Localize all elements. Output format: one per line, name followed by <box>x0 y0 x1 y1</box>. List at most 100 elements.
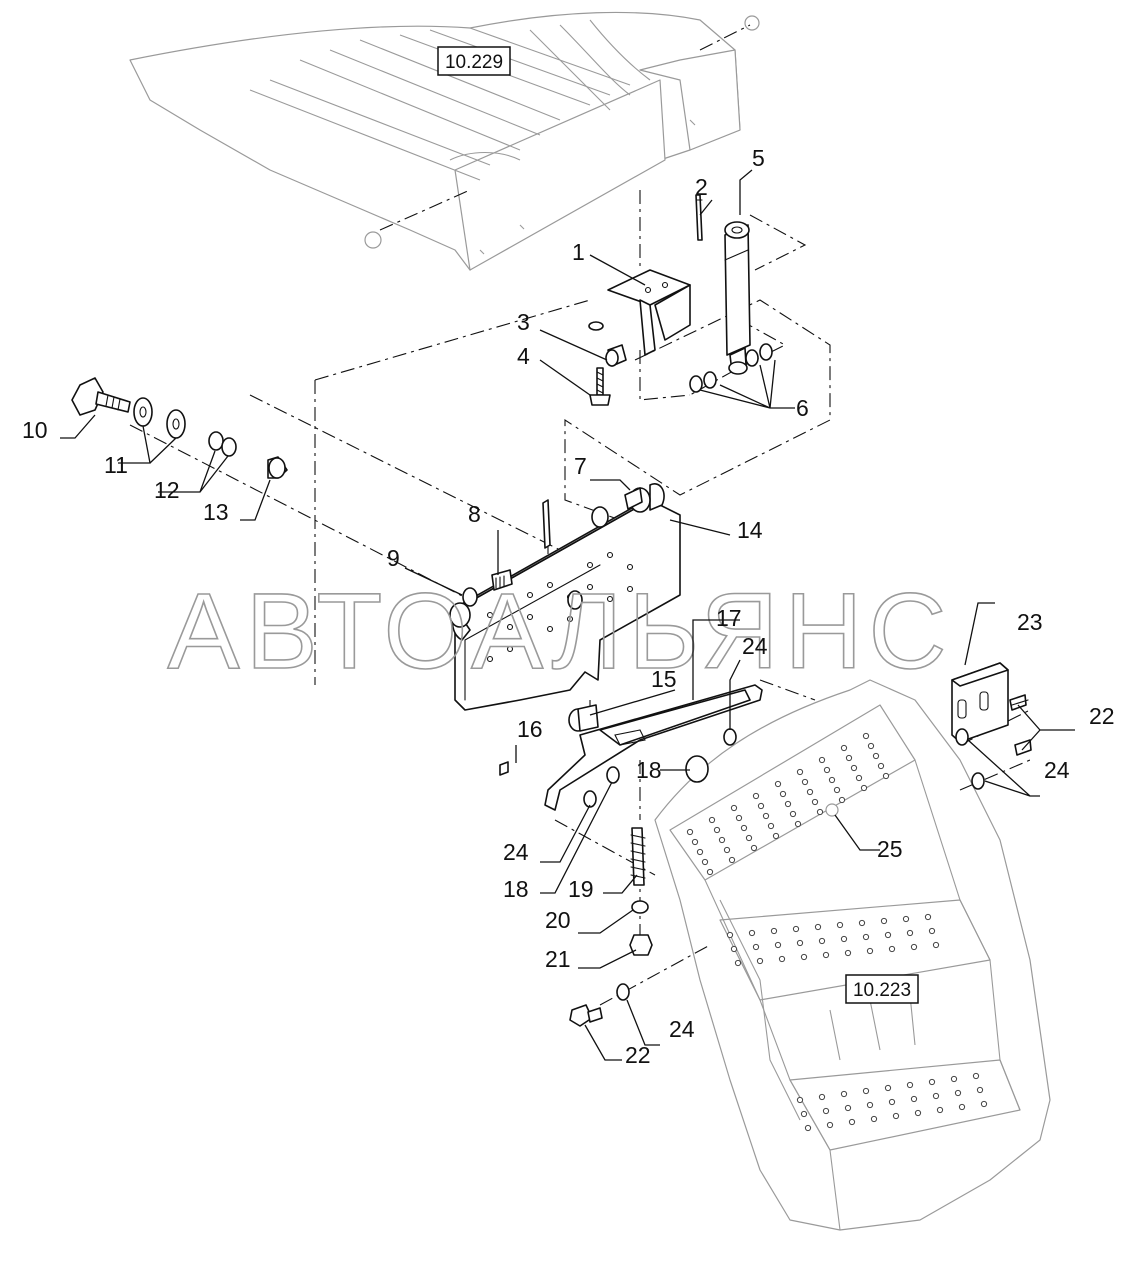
callout-24-bottom: 24 <box>669 1016 695 1042</box>
tread-hole <box>884 1084 892 1092</box>
callout-14: 14 <box>737 517 763 543</box>
reference-10-223: 10.223 <box>845 974 919 1004</box>
callout-18-bottom: 18 <box>503 876 529 902</box>
tread-hole <box>756 957 764 965</box>
tread-hole <box>882 772 890 780</box>
tread-hole <box>779 790 787 798</box>
assembly-lines <box>129 24 1031 1006</box>
tread-hole <box>708 816 716 824</box>
tread-hole <box>772 832 780 840</box>
top-cover-assembly <box>129 11 760 271</box>
tread-hole <box>818 1093 826 1101</box>
callout-20: 20 <box>545 907 571 933</box>
tread-hole <box>872 752 880 760</box>
tread-hole <box>848 1118 856 1126</box>
tread-hole <box>833 786 841 794</box>
tread-hole <box>713 826 721 834</box>
tread-hole <box>701 858 709 866</box>
tread-hole <box>794 820 802 828</box>
callout-22-bottom: 22 <box>625 1042 651 1068</box>
tread-hole <box>804 1124 812 1132</box>
tread-hole <box>862 933 870 941</box>
callout-24-top: 24 <box>742 633 768 659</box>
callout-15: 15 <box>651 666 677 692</box>
tread-hole <box>811 798 819 806</box>
steps-assembly <box>654 679 1051 1231</box>
tread-hole <box>958 1103 966 1111</box>
tread-hole <box>726 931 734 939</box>
tread-hole <box>888 945 896 953</box>
tread-hole <box>950 1075 958 1083</box>
watermark: АВТОАЛЬЯНС <box>168 570 953 691</box>
callout-7: 7 <box>574 453 587 479</box>
linkage-assembly <box>499 684 763 811</box>
tread-hole <box>844 1104 852 1112</box>
bracket-hole <box>606 551 614 559</box>
tread-hole <box>784 800 792 808</box>
tread-hole <box>936 1106 944 1114</box>
bracket-hole <box>586 561 594 569</box>
tread-hole <box>976 1086 984 1094</box>
tread-hole <box>850 764 858 772</box>
tread-hole <box>762 812 770 820</box>
tread-hole <box>888 1098 896 1106</box>
callout-23: 23 <box>1017 609 1043 635</box>
bracket-hole <box>626 563 634 571</box>
tread-hole <box>914 1109 922 1117</box>
tread-hole <box>840 935 848 943</box>
callout-8: 8 <box>468 501 481 527</box>
tread-hole <box>778 955 786 963</box>
callout-9: 9 <box>387 545 400 571</box>
callout-11: 11 <box>104 452 128 478</box>
bracket-hole <box>526 613 534 621</box>
tread-hole <box>906 1081 914 1089</box>
reference-label: 10.229 <box>445 52 503 73</box>
tread-hole <box>728 856 736 864</box>
tread-hole <box>796 1096 804 1104</box>
callout-22-right: 22 <box>1089 703 1115 729</box>
tread-hole <box>844 949 852 957</box>
tread-hole <box>845 754 853 762</box>
tread-hole <box>774 780 782 788</box>
tread-hole <box>972 1072 980 1080</box>
tread-hole <box>745 834 753 842</box>
tread-hole <box>800 953 808 961</box>
tread-hole <box>906 929 914 937</box>
tread-hole <box>932 1092 940 1100</box>
tread-hole <box>752 943 760 951</box>
tread-hole <box>801 778 809 786</box>
tread-hole <box>796 768 804 776</box>
tread-hole <box>836 921 844 929</box>
bracket-fasteners <box>462 487 643 607</box>
callout-19: 19 <box>568 876 594 902</box>
tread-hole <box>902 915 910 923</box>
callout-3: 3 <box>517 309 530 335</box>
tread-hole <box>822 1107 830 1115</box>
tread-hole <box>735 814 743 822</box>
tread-hole <box>826 1121 834 1129</box>
tread-hole <box>910 943 918 951</box>
leader-lines <box>60 169 1075 1061</box>
tread-hole <box>862 732 870 740</box>
pin-part-2 <box>695 194 703 241</box>
tread-hole <box>892 1112 900 1120</box>
tread-hole <box>855 774 863 782</box>
tread-hole <box>860 784 868 792</box>
bracket-hole <box>566 615 574 623</box>
tread-hole <box>740 824 748 832</box>
bottom-bolt-washer <box>569 983 630 1027</box>
tread-hole <box>866 1101 874 1109</box>
tread-hole <box>818 937 826 945</box>
callout-5: 5 <box>752 145 765 171</box>
callout-10: 10 <box>22 417 48 443</box>
bracket-hole <box>626 585 634 593</box>
tread-hole <box>880 917 888 925</box>
gas-strut-part-5 <box>724 221 751 375</box>
callout-25: 25 <box>877 836 903 862</box>
tread-hole <box>789 810 797 818</box>
spacer-and-bolt <box>589 344 627 406</box>
tread-hole <box>838 796 846 804</box>
tread-hole <box>752 792 760 800</box>
tread-hole <box>723 846 731 854</box>
